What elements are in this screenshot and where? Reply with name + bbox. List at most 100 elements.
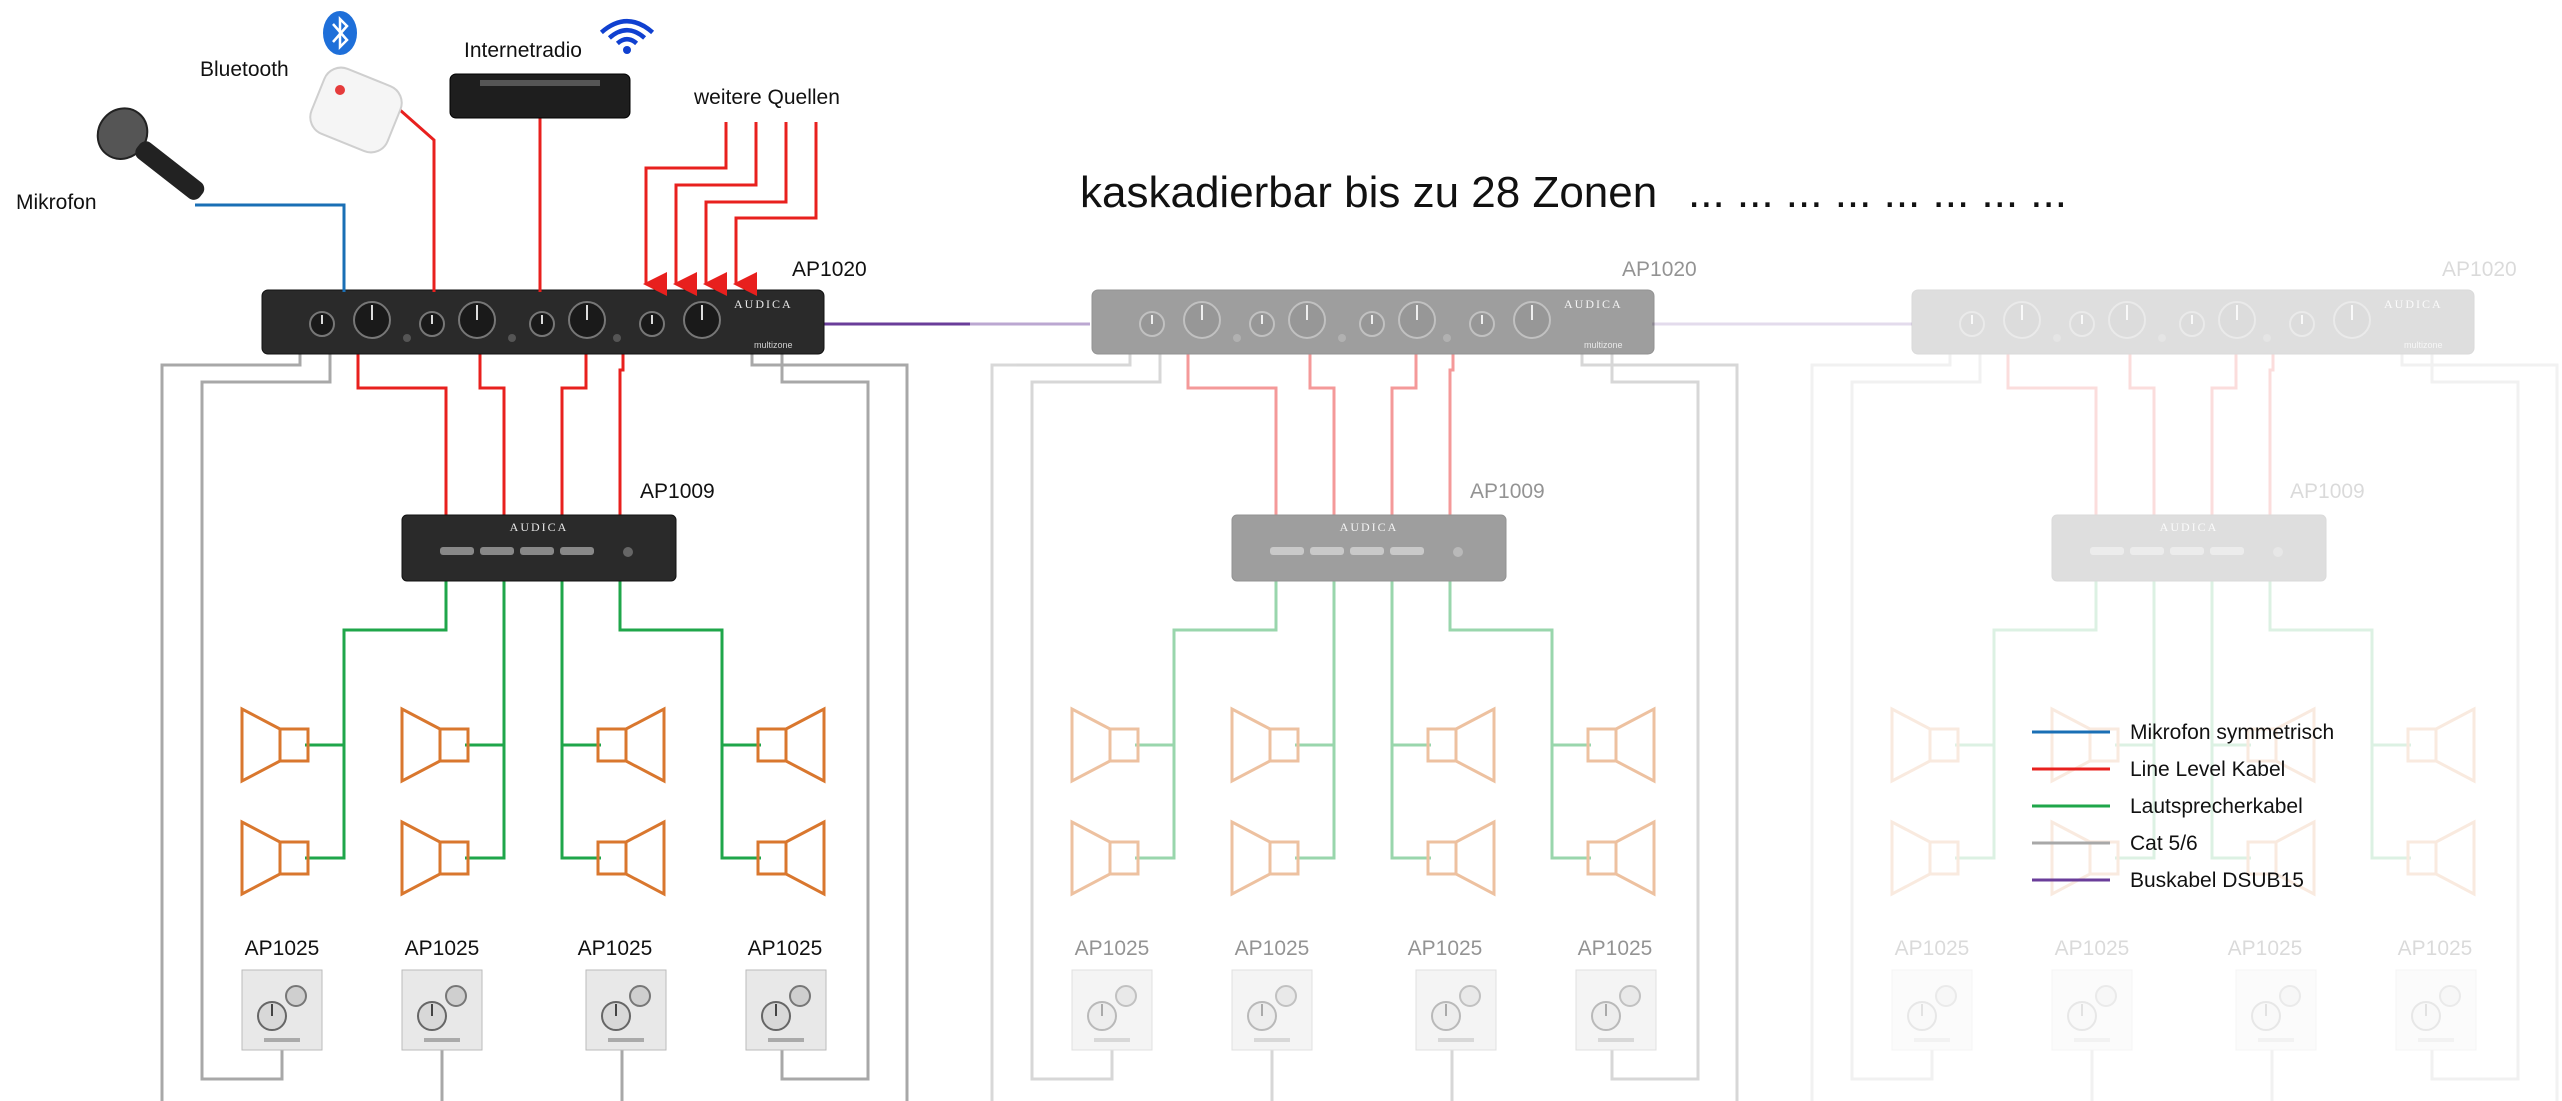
wall-panel-knob <box>445 985 467 1007</box>
speaker-magnet <box>1586 840 1618 876</box>
line-cable <box>703 122 788 296</box>
speaker-icon <box>1070 819 1112 897</box>
amp-terminal <box>1310 547 1344 555</box>
matrix-label: AP1020 <box>1622 258 1697 281</box>
headline: kaskadierbar bis zu 28 Zonen <box>1080 168 1657 217</box>
speaker-magnet <box>596 840 628 876</box>
amplifier-brand: AUDICA <box>1340 520 1399 534</box>
wall-panel-label: AP1025 <box>2398 937 2473 960</box>
speaker-magnet <box>1586 727 1618 763</box>
speaker-magnet <box>1928 840 1960 876</box>
wall-panel-knob <box>2095 985 2117 1007</box>
knob <box>2003 301 2041 339</box>
speaker-icon <box>1890 819 1932 897</box>
line-cable <box>2128 352 2156 515</box>
wall-panel-knob <box>1275 985 1297 1007</box>
ellipsis: ... ... ... ... ... ... ... ... <box>1688 168 2067 217</box>
amp-led <box>1453 547 1463 557</box>
wall-panel-label: AP1025 <box>245 937 320 960</box>
line-cable <box>2210 352 2238 515</box>
speaker-icon <box>400 819 442 897</box>
wifi-arc <box>599 18 655 35</box>
knob <box>1959 311 1985 337</box>
knob <box>1183 301 1221 339</box>
speaker-magnet <box>2406 840 2438 876</box>
cat-cable <box>200 352 332 1081</box>
wall-panel-label-strip <box>2074 1038 2110 1042</box>
line-cable <box>356 352 448 515</box>
wall-panel-label: AP1025 <box>2228 937 2303 960</box>
wall-panel-label: AP1025 <box>1075 937 1150 960</box>
cat-cable <box>1810 352 1952 1101</box>
speaker-icon <box>1070 706 1112 784</box>
speaker-cable <box>2115 580 2156 860</box>
wall-panel-label: AP1025 <box>748 937 823 960</box>
wall-panel-knob <box>629 985 651 1007</box>
wall-panel-knob <box>1591 1001 1621 1031</box>
amp-terminal <box>560 547 594 555</box>
wall-panel-knob <box>1907 1001 1937 1031</box>
knob <box>2289 311 2315 337</box>
matrix-brand: AUDICA <box>1564 297 1623 311</box>
knob <box>2218 301 2256 339</box>
wall-panel-plate <box>1071 969 1153 1051</box>
speaker-cable <box>1955 580 2098 860</box>
amp-terminal <box>440 547 474 555</box>
led <box>1338 334 1346 342</box>
amplifier-label: AP1009 <box>640 480 715 503</box>
wall-panel-label: AP1025 <box>1895 937 1970 960</box>
amp-led <box>2273 547 2283 557</box>
line-cable <box>673 122 758 296</box>
speaker-magnet <box>2088 727 2120 763</box>
wall-panel-knob <box>2411 1001 2441 1031</box>
speaker-icon <box>1454 706 1496 784</box>
line-cable <box>2006 352 2098 515</box>
amp-terminal <box>480 547 514 555</box>
speaker-cable <box>1295 580 1336 860</box>
speaker-icon <box>2050 706 2092 784</box>
speaker-magnet <box>438 727 470 763</box>
legend-label: Buskabel DSUB15 <box>2130 869 2304 892</box>
speaker-icon <box>1230 819 1272 897</box>
internet-radio-label: Internetradio <box>464 39 582 62</box>
amp-terminal <box>2170 547 2204 555</box>
wall-panel-label: AP1025 <box>1578 937 1653 960</box>
led <box>2158 334 2166 342</box>
wall-panel-knob <box>1619 985 1641 1007</box>
amplifier-device-body <box>1231 514 1507 582</box>
knob <box>2108 301 2146 339</box>
wall-panel-plate <box>2051 969 2133 1051</box>
cat-cable <box>1030 352 1162 1081</box>
speaker-magnet <box>756 727 788 763</box>
knob <box>2179 311 2205 337</box>
wifi-icon <box>599 18 655 54</box>
wall-panel-knob <box>1087 1001 1117 1031</box>
speaker-icon <box>1614 819 1656 897</box>
line-cable <box>1390 352 1418 515</box>
speaker-magnet <box>2088 840 2120 876</box>
matrix-device-body <box>1911 289 2475 355</box>
wall-panel-label: AP1025 <box>1235 937 1310 960</box>
speaker-magnet <box>756 840 788 876</box>
bluetooth-led <box>335 85 345 95</box>
other-sources-label: weitere Quellen <box>693 86 840 109</box>
knob <box>1139 311 1165 337</box>
knob <box>1288 301 1326 339</box>
speaker-icon <box>1614 706 1656 784</box>
line-cable <box>1448 352 1455 515</box>
line-cable <box>560 352 588 515</box>
bluetooth-icon <box>323 11 357 55</box>
cat-cable <box>780 352 870 1081</box>
speaker-magnet <box>1108 727 1140 763</box>
amp-terminal <box>2090 547 2124 555</box>
led <box>1443 334 1451 342</box>
wall-panel-knob <box>2251 1001 2281 1031</box>
wifi-dot <box>623 46 631 54</box>
wall-panel-label-strip <box>768 1038 804 1042</box>
knob <box>2333 301 2371 339</box>
speaker-magnet <box>2246 840 2278 876</box>
